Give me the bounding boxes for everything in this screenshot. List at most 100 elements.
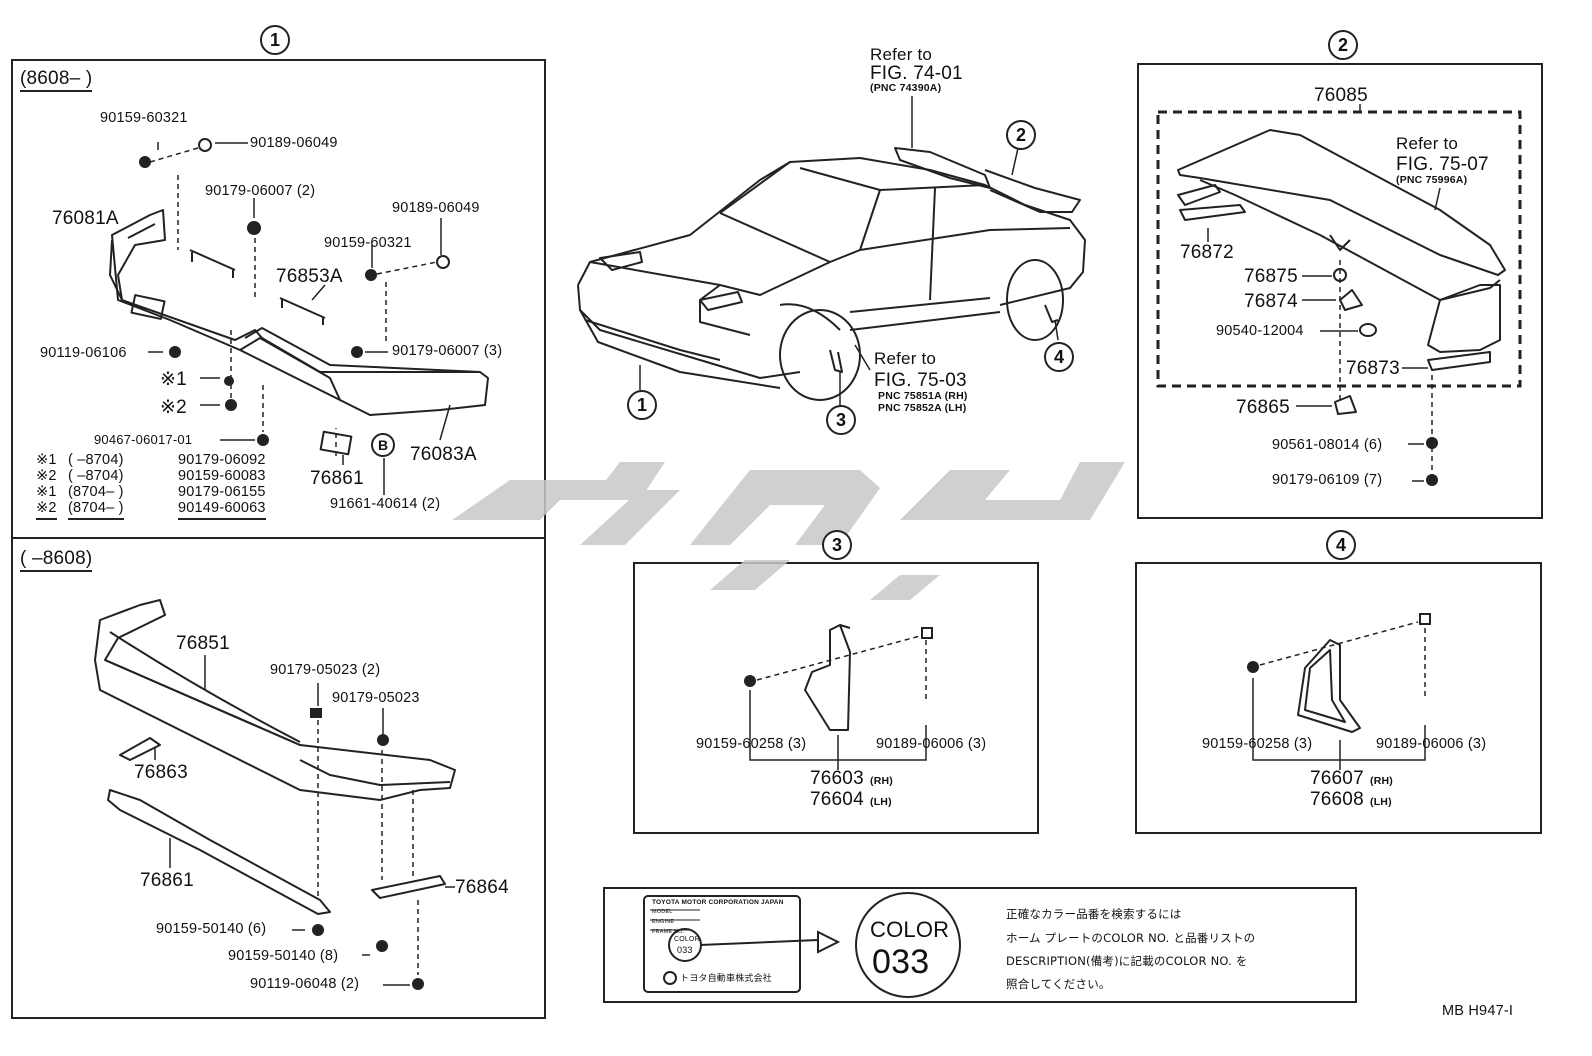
fig-75-03-label: FIG. 75-03	[874, 370, 967, 391]
fig-74-01-label: FIG. 74-01	[870, 63, 963, 84]
spoiler-assy-dashed-box	[1156, 110, 1522, 388]
part-90159-60258-3-lh: 90159-60258 (3)	[1202, 736, 1313, 752]
part-90159-50140-8: 90159-50140 (8)	[228, 948, 339, 964]
mark-2: ※2	[160, 397, 187, 418]
part-76861-lower: 76861	[140, 870, 194, 891]
part-76083A: 76083A	[410, 444, 477, 465]
refer-to-label-2: Refer to	[874, 349, 937, 368]
figure-code: MB H947-I	[1442, 1003, 1514, 1019]
lh-label: (LH)	[870, 796, 892, 808]
footnote-range: (8704– )	[68, 484, 124, 500]
callout-3-car: 3	[826, 405, 856, 435]
part-90561-08014-6: 90561-08014 (6)	[1272, 437, 1383, 453]
watermark-logo	[452, 462, 1125, 600]
panel-2-frame	[1137, 63, 1543, 519]
jp-note-line-2: ホーム プレートのCOLOR NO. と品番リストの	[1006, 931, 1256, 945]
part-90467-06017-01: 90467-06017-01	[94, 432, 193, 447]
footnote-mark: ※2	[36, 500, 57, 520]
callout-1-top: 1	[260, 25, 290, 55]
footnote-mark: ※1	[36, 484, 57, 500]
fig-75-07-label: FIG. 75-07	[1396, 154, 1489, 175]
callout-4-top: 4	[1326, 530, 1356, 560]
footnote-range: ( –8704)	[68, 468, 124, 484]
footnote-range: ( –8704)	[68, 452, 124, 468]
footnote-mark: ※1	[36, 452, 57, 468]
part-76874: 76874	[1244, 291, 1298, 312]
plate-color-code: 033	[677, 945, 693, 955]
part-90179-06109-7: 90179-06109 (7)	[1272, 472, 1383, 488]
footnote-part: 90179-06092	[178, 452, 266, 468]
date-range-lower: ( –8608)	[20, 548, 93, 572]
jp-note-line-1: 正確なカラー品番を検索するには	[1006, 907, 1182, 921]
color-note-frame	[603, 887, 1357, 1003]
part-90119-06106: 90119-06106	[40, 345, 127, 361]
part-76865: 76865	[1236, 397, 1290, 418]
part-76863: 76863	[134, 762, 188, 783]
part-76081A: 76081A	[52, 208, 119, 229]
part-90189-06049-a: 90189-06049	[250, 135, 338, 151]
rh-label: (RH)	[870, 775, 893, 787]
plate-color-label: COLOR	[674, 936, 700, 943]
part-76085: 76085	[1314, 85, 1368, 106]
part-90189-06006-3-rh: 90189-06006 (3)	[876, 736, 987, 752]
part-76873: 76873	[1346, 358, 1400, 379]
part-90119-06048-2: 90119-06048 (2)	[250, 976, 360, 992]
refer-to-label-3: Refer to	[1396, 134, 1459, 153]
callout-b: B	[371, 433, 395, 457]
panel-3-frame	[633, 562, 1039, 834]
part-91661-40614-2: 91661-40614 (2)	[330, 496, 441, 512]
plate-footer: トヨタ自動車株式会社	[680, 974, 773, 984]
pnc-75996A-label: (PNC 75996A)	[1396, 174, 1468, 186]
footnote-range: (8704– )	[68, 500, 124, 520]
footnote-part: 90159-60083	[178, 468, 266, 484]
part-90159-50140-6: 90159-50140 (6)	[156, 921, 267, 937]
pnc-75852A-label: PNC 75852A (LH)	[878, 402, 967, 414]
part-90189-06006-3-lh: 90189-06006 (3)	[1376, 736, 1487, 752]
callout-2-top: 2	[1328, 30, 1358, 60]
pnc-75851A-label: PNC 75851A (RH)	[878, 390, 968, 402]
jp-note-line-3: DESCRIPTION(備考)に記載のCOLOR NO. を	[1006, 954, 1248, 968]
date-range-upper: (8608– )	[20, 68, 93, 92]
part-76851: 76851	[176, 633, 230, 654]
part-76864: 76864	[455, 877, 509, 898]
part-76607: 76607	[1310, 768, 1364, 789]
part-76853A: 76853A	[276, 266, 343, 287]
rh-label: (RH)	[1370, 775, 1393, 787]
color-code: 033	[872, 943, 930, 981]
part-90179-06007-3: 90179-06007 (3)	[392, 343, 503, 359]
part-90159-60321-b: 90159-60321	[324, 235, 412, 251]
part-90159-60258-3-rh: 90159-60258 (3)	[696, 736, 807, 752]
part-76603: 76603	[810, 768, 864, 789]
footnote-mark: ※2	[36, 468, 57, 484]
footnote-part: 90179-06155	[178, 484, 266, 500]
part-76608: 76608	[1310, 789, 1364, 810]
callout-2-car: 2	[1006, 120, 1036, 150]
part-76872: 76872	[1180, 242, 1234, 263]
plate-row-engine: ENGINE	[652, 919, 675, 925]
plate-row-frame: FRAME NO.	[652, 929, 685, 935]
part-76604: 76604	[810, 789, 864, 810]
lh-label: (LH)	[1370, 796, 1392, 808]
refer-to-label-1: Refer to	[870, 45, 933, 64]
part-90179-06007-2: 90179-06007 (2)	[205, 183, 316, 199]
callout-1-car: 1	[627, 390, 657, 420]
mark-1: ※1	[160, 369, 187, 390]
part-90189-06049-b: 90189-06049	[392, 200, 480, 216]
panel-4-frame	[1135, 562, 1542, 834]
plate-row-model: MODEL	[652, 909, 673, 915]
plate-header: TOYOTA MOTOR CORPORATION JAPAN	[652, 899, 784, 906]
jp-note-line-4: 照合してください。	[1006, 977, 1111, 991]
part-76861-upper: 76861	[310, 468, 364, 489]
footnote-part: 90149-60063	[178, 500, 266, 520]
panel-1-lower-frame	[11, 537, 546, 1019]
part-90179-05023: 90179-05023	[332, 690, 420, 706]
part-76875: 76875	[1244, 266, 1298, 287]
pnc-74390A-label: (PNC 74390A)	[870, 82, 942, 94]
color-word: COLOR	[870, 917, 950, 942]
part-90540-12004: 90540-12004	[1216, 323, 1304, 339]
callout-4-car: 4	[1044, 342, 1074, 372]
callout-3-top: 3	[822, 530, 852, 560]
part-90179-05023-2: 90179-05023 (2)	[270, 662, 381, 678]
part-90159-60321-a: 90159-60321	[100, 110, 188, 126]
